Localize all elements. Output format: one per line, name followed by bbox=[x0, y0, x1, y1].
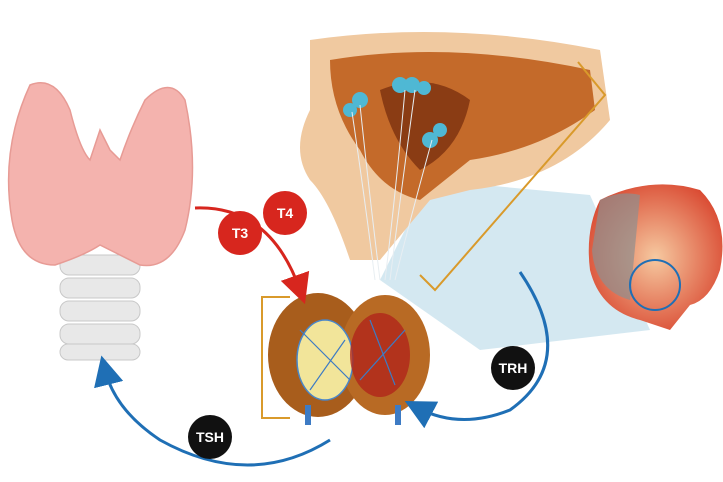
tsh-label: TSH bbox=[196, 429, 224, 445]
thyroid-gland-illustration bbox=[7, 82, 194, 361]
trh-badge: TRH bbox=[491, 346, 535, 390]
t3-badge: T3 bbox=[218, 211, 262, 255]
trachea-icon bbox=[59, 254, 141, 361]
trh-label: TRH bbox=[499, 360, 528, 376]
t4-label: T4 bbox=[277, 205, 294, 221]
t4-badge: T4 bbox=[263, 191, 307, 235]
projection-cone bbox=[380, 180, 650, 350]
neuron-cluster-icon bbox=[343, 77, 447, 148]
t3-label: T3 bbox=[232, 225, 249, 241]
brain-highlight-circle bbox=[629, 259, 681, 311]
pituitary-bracket bbox=[261, 296, 290, 419]
hypothalamus-bracket bbox=[419, 61, 607, 292]
brain-illustration bbox=[588, 184, 723, 330]
trh-arrow bbox=[404, 271, 550, 429]
tsh-arrow bbox=[94, 355, 331, 467]
hypothalamus-illustration bbox=[300, 32, 610, 281]
pituitary-gland-illustration bbox=[268, 293, 430, 425]
tsh-badge: TSH bbox=[188, 415, 232, 459]
